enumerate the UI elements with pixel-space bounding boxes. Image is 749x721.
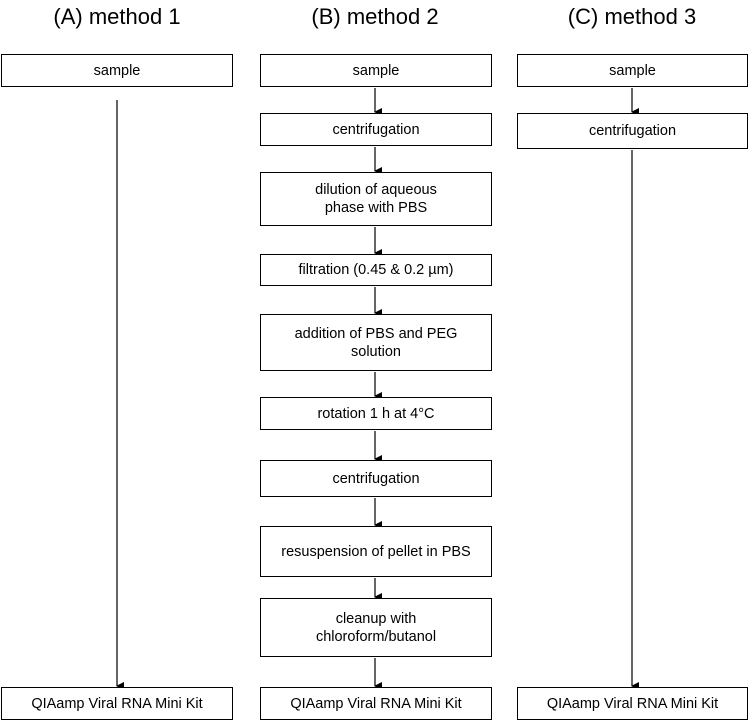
- method-2-step-cleanup-label: cleanup with chloroform/butanol: [315, 610, 437, 645]
- method-1-step-kit-label: QIAamp Viral RNA Mini Kit: [31, 695, 203, 712]
- method-2-step-rotation-label: rotation 1 h at 4°C: [317, 405, 435, 422]
- method-2-step-addition: addition of PBS and PEG solution: [260, 314, 492, 371]
- method-3-step-centrifugation: centrifugation: [517, 113, 748, 149]
- method-2-step-sample: sample: [260, 54, 492, 87]
- method-2-step-kit: QIAamp Viral RNA Mini Kit: [260, 687, 492, 720]
- method-2-step-resuspension: resuspension of pellet in PBS: [260, 526, 492, 577]
- method-2-step-dilution: dilution of aqueous phase with PBS: [260, 172, 492, 226]
- method-2-step-centrifugation-2-label: centrifugation: [332, 470, 420, 487]
- method-1-step-kit: QIAamp Viral RNA Mini Kit: [1, 687, 233, 720]
- method-1-step-sample: sample: [1, 54, 233, 87]
- method-2-step-kit-label: QIAamp Viral RNA Mini Kit: [290, 695, 462, 712]
- method-2-step-addition-label: addition of PBS and PEG solution: [294, 325, 458, 360]
- method-3-title: (C) method 3: [567, 4, 697, 29]
- method-2-title: (B) method 2: [311, 4, 439, 29]
- method-2-step-dilution-label: dilution of aqueous phase with PBS: [315, 182, 437, 216]
- method-2-step-centrifugation-1: centrifugation: [260, 113, 492, 146]
- method-1-step-sample-label: sample: [93, 62, 141, 79]
- method-2-step-rotation: rotation 1 h at 4°C: [260, 397, 492, 430]
- method-2-step-filtration: filtration (0.45 & 0.2 µm): [260, 254, 492, 286]
- method-2-step-centrifugation-1-label: centrifugation: [332, 121, 420, 138]
- method-3-step-sample: sample: [517, 54, 748, 87]
- method-2-step-centrifugation-2: centrifugation: [260, 460, 492, 497]
- method-2-step-sample-label: sample: [352, 62, 400, 79]
- method-2-step-filtration-label: filtration (0.45 & 0.2 µm): [298, 262, 454, 278]
- method-3-step-kit-label: QIAamp Viral RNA Mini Kit: [546, 695, 719, 712]
- method-2-step-resuspension-label: resuspension of pellet in PBS: [281, 543, 471, 560]
- method-3-step-kit: QIAamp Viral RNA Mini Kit: [517, 687, 748, 720]
- method-1-title: (A) method 1: [53, 4, 181, 29]
- method-3-step-sample-label: sample: [609, 62, 656, 79]
- method-2-step-cleanup: cleanup with chloroform/butanol: [260, 598, 492, 657]
- method-3-step-centrifugation-label: centrifugation: [588, 123, 677, 139]
